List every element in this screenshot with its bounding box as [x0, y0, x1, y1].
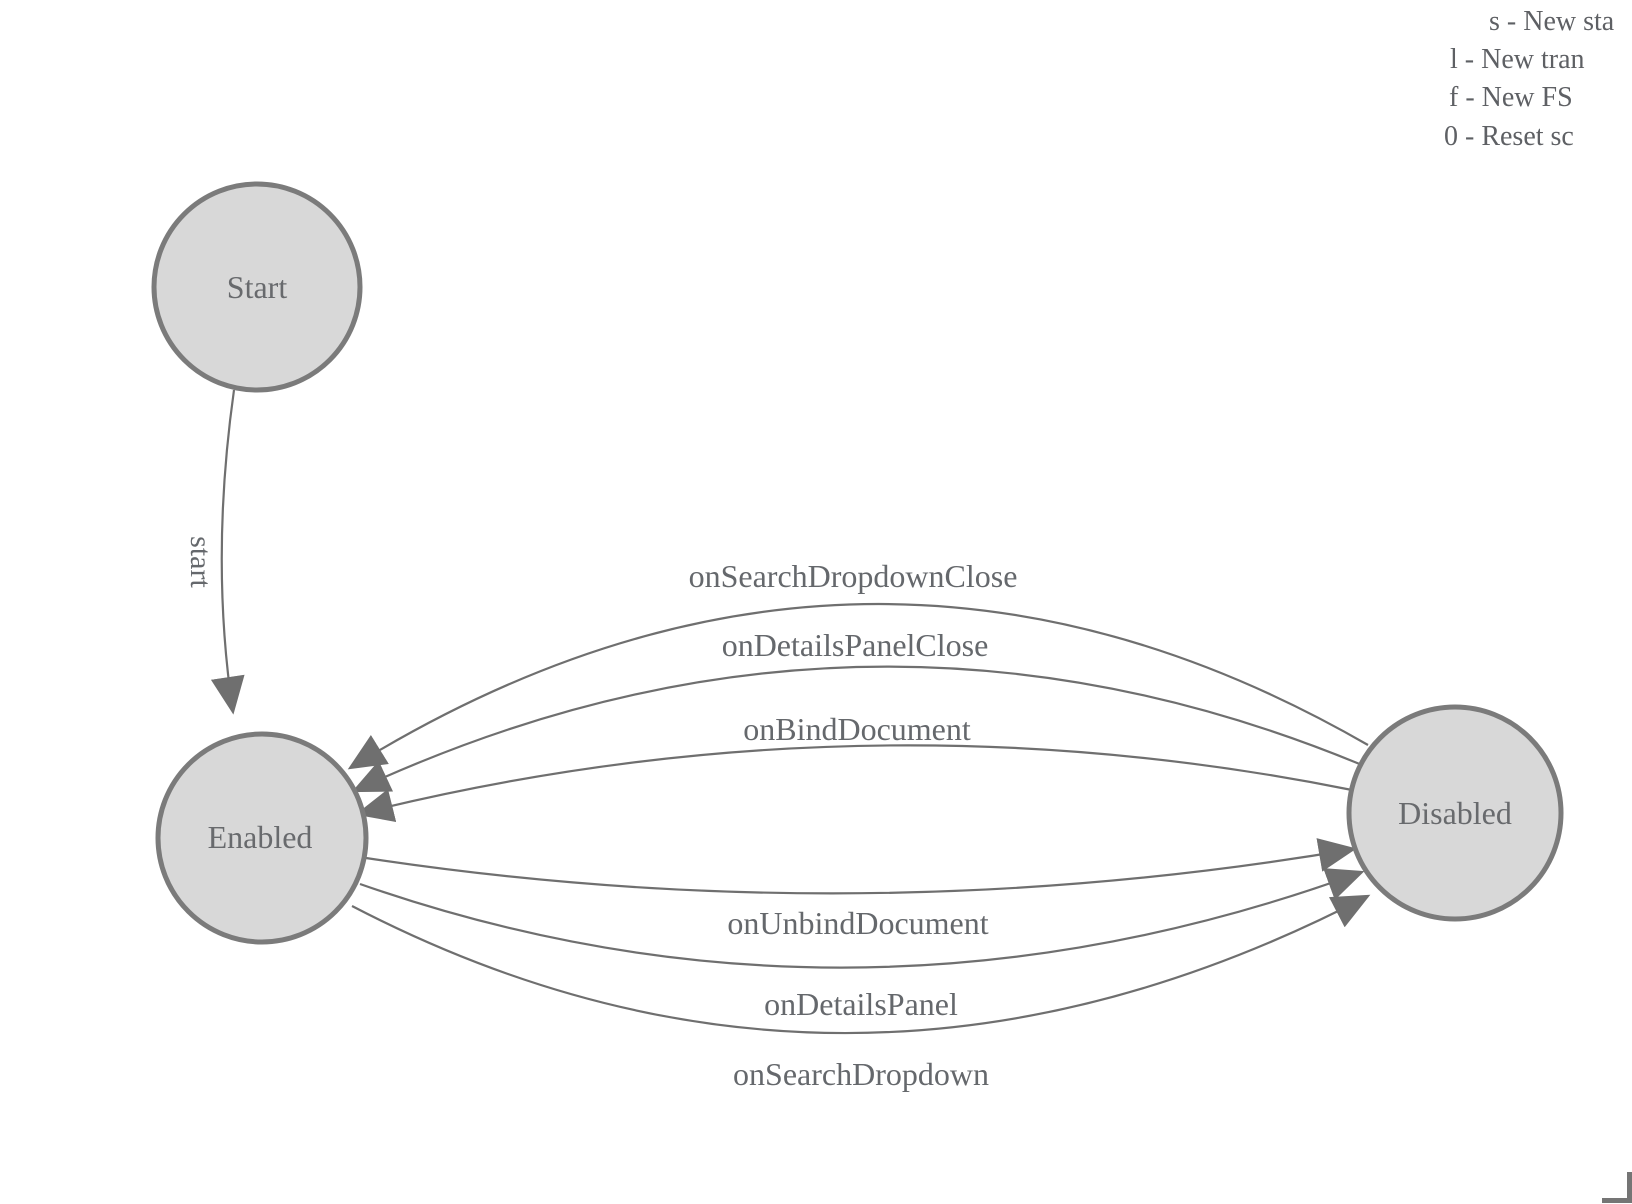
corner-horizontal-bar — [1602, 1198, 1632, 1203]
edge-line-onsearchdropdownclose[interactable] — [347, 603, 1369, 770]
edge-enabled-to-disabled-onsearchdropdown: onSearchDropdown — [351, 894, 1371, 1092]
state-node-start: Start — [151, 181, 363, 393]
edge-label-onsearchdropdown: onSearchDropdown — [733, 1056, 989, 1092]
edge-label-onbinddocument: onBindDocument — [743, 711, 971, 747]
edge-label-onunbinddocument: onUnbindDocument — [727, 905, 988, 941]
edge-line-onsearchdropdown[interactable] — [351, 894, 1371, 1035]
edge-disabled-to-enabled-onsearchdropdownclose: onSearchDropdownClose — [347, 558, 1369, 770]
legend-line-reset: 0 - Reset sc — [1444, 121, 1574, 152]
state-node-enabled: Enabled — [155, 731, 369, 945]
legend: s - New sta l - New tran f - New FS 0 - … — [1444, 6, 1615, 152]
state-node-disabled: Disabled — [1346, 704, 1564, 922]
state-circle-start[interactable] — [151, 181, 363, 393]
canvas-corner-fragment — [1602, 1172, 1632, 1203]
edge-enabled-to-disabled-onunbinddocument: onUnbindDocument — [365, 838, 1357, 941]
edge-label-start: start — [184, 536, 217, 588]
edge-disabled-to-enabled-onbinddocument: onBindDocument — [355, 711, 1353, 822]
edge-enabled-to-disabled-ondetailspanel: onDetailsPanel — [359, 868, 1365, 1022]
legend-line-new-transition: l - New tran — [1450, 44, 1585, 75]
edge-line-onunbinddocument[interactable] — [365, 838, 1357, 895]
edge-line-ondetailspanelclose[interactable] — [351, 665, 1363, 793]
edge-line-ondetailspanel[interactable] — [359, 868, 1365, 969]
legend-line-new-fsm: f - New FS — [1449, 82, 1573, 113]
corner-vertical-bar — [1627, 1172, 1632, 1203]
state-label-disabled: Disabled — [1398, 795, 1512, 831]
edge-line-onbinddocument[interactable] — [355, 744, 1353, 822]
state-circle-disabled[interactable] — [1346, 704, 1564, 922]
legend-line-new-state: s - New sta — [1489, 6, 1615, 37]
edge-label-onsearchdropdownclose: onSearchDropdownClose — [689, 558, 1018, 594]
state-label-enabled: Enabled — [208, 819, 313, 855]
edge-line-start[interactable] — [210, 389, 245, 715]
edge-disabled-to-enabled-ondetailspanelclose: onDetailsPanelClose — [351, 627, 1363, 793]
edge-label-ondetailspanelclose: onDetailsPanelClose — [722, 627, 989, 663]
edge-label-ondetailspanel: onDetailsPanel — [764, 986, 958, 1022]
state-label-start: Start — [227, 269, 288, 305]
state-circle-enabled[interactable] — [155, 731, 369, 945]
edge-start-to-enabled: start — [184, 389, 245, 715]
